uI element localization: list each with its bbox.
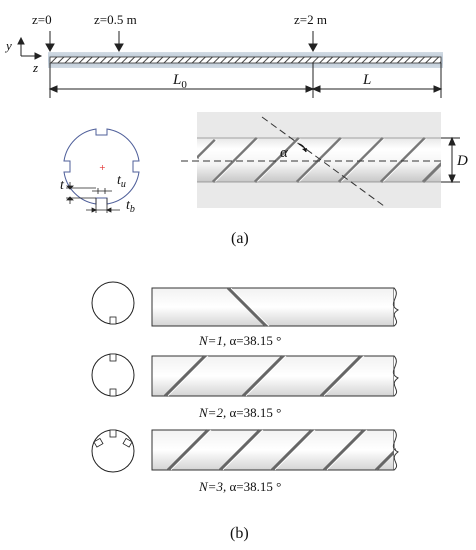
axis-y-label: y — [4, 38, 12, 53]
diameter-label: D — [456, 153, 468, 169]
caption-b: (b) — [230, 525, 249, 542]
position-label: z=0.5 m — [94, 12, 137, 27]
variant-label: N=3, α=38.15 ° — [198, 479, 281, 494]
groove-t-label: t — [60, 178, 65, 193]
length-dimensions — [48, 63, 443, 98]
variant-2: N=2, α=38.15 ° — [91, 353, 399, 420]
pipe-hatch — [49, 56, 442, 64]
angle-label: α — [280, 145, 289, 161]
length-l0-label: L0 — [172, 72, 187, 91]
position-arrows — [45, 31, 318, 53]
variant-3: N=3, α=38.15 ° — [91, 429, 399, 494]
groove-tu-label: tu — [117, 173, 126, 190]
variant-1: N=1, α=38.15 ° — [91, 281, 400, 348]
length-l-label: L — [362, 72, 371, 88]
axis-icon — [17, 36, 43, 60]
part-a: z=0 z=0.5 m z=2 m y z L0 L — [4, 12, 468, 247]
cross-section: + t tu tb — [60, 128, 140, 215]
position-label: z=0 — [32, 12, 52, 27]
pipe-detail — [181, 112, 460, 208]
variant-label: N=2, α=38.15 ° — [198, 405, 281, 420]
caption-a: (a) — [231, 230, 249, 247]
part-b: N=1, α=38.15 ° N=2, α=38.15 ° — [91, 281, 400, 542]
center-marker: + — [99, 163, 106, 172]
position-label: z=2 m — [294, 12, 327, 27]
variant-label: N=1, α=38.15 ° — [198, 333, 281, 348]
groove-tb-label: tb — [126, 198, 135, 215]
axis-z-label: z — [32, 60, 38, 75]
